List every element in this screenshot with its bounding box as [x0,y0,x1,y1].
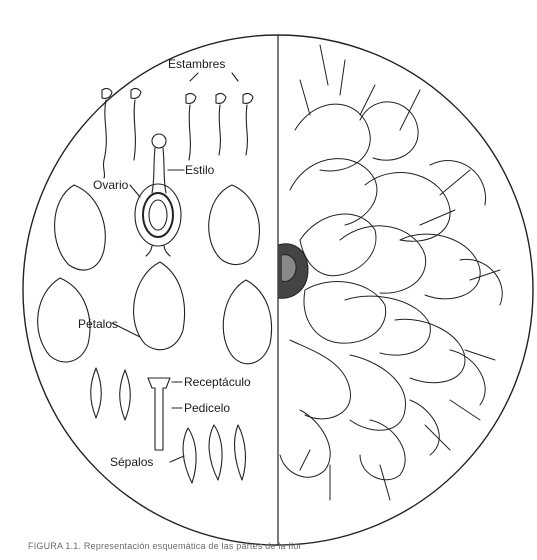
label-pedicel: Pedicelo [184,402,230,414]
receptacle-pedicel-group [148,378,182,450]
whole-flower-drawing [278,45,502,500]
label-receptacle: Receptáculo [184,376,251,388]
figure-caption: FIGURA 1.1. Representación esquemática d… [28,541,528,551]
label-stamens: Estambres [168,58,225,70]
label-sepals: Sépalos [110,456,153,468]
pistil-group [130,134,184,256]
label-ovary: Ovario [93,179,128,191]
stamens-group [102,73,253,178]
label-style: Estilo [185,164,214,176]
label-petals: Pétalos [78,318,118,330]
petals-group [38,185,272,364]
